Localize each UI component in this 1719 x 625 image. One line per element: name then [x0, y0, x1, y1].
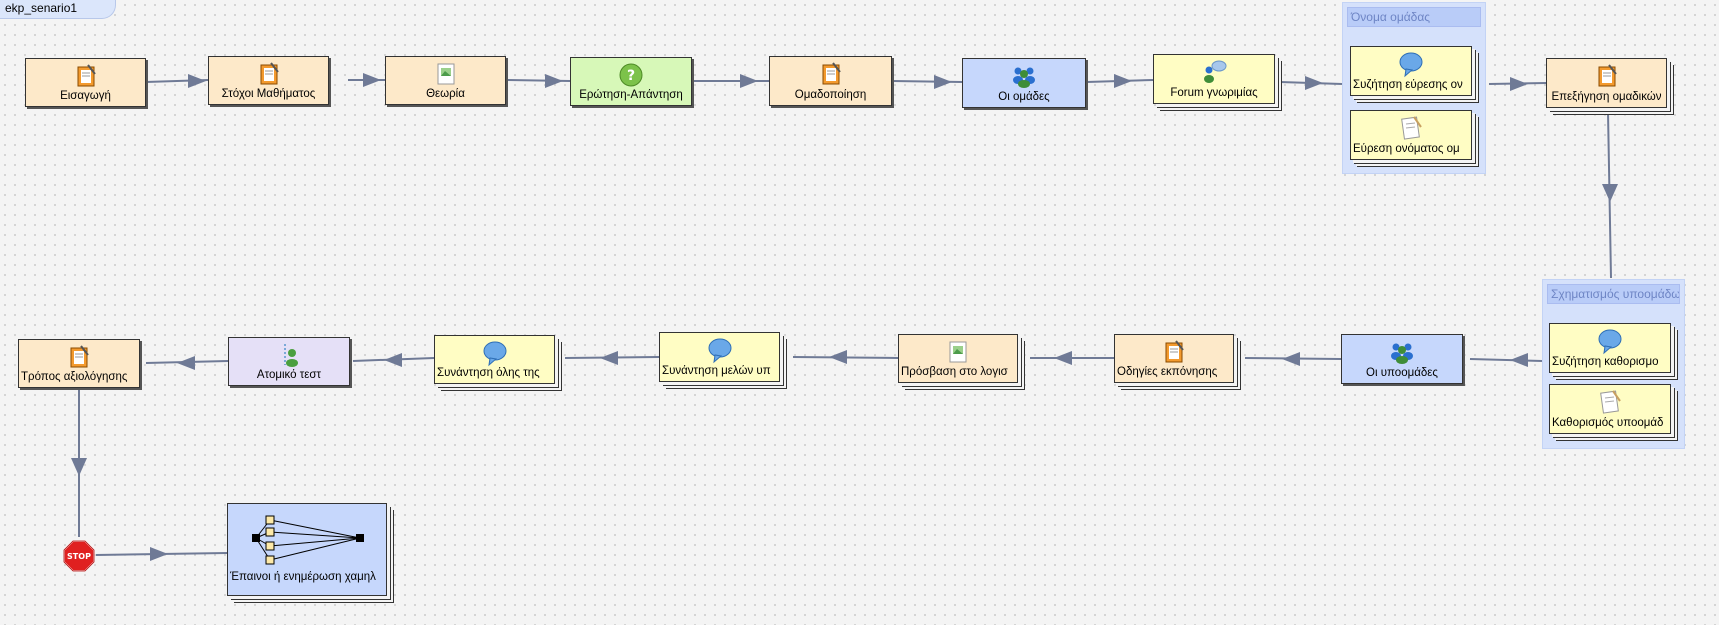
question-icon: ? [619, 63, 643, 87]
activity-label: Καθορισμός υποομάδ [1552, 417, 1664, 429]
chat-bubble-icon [1598, 329, 1622, 355]
activity-stoxoi[interactable]: Στόχοι Μαθήματος [208, 56, 329, 105]
activity-forum[interactable]: Forum γνωριμίας [1153, 54, 1275, 104]
activity-synantisi-olis[interactable]: Συνάντηση όλης της [434, 335, 555, 384]
activity-syzitisi-eyresis[interactable]: Συζήτηση εύρεσης ον [1350, 46, 1472, 96]
branching-icon [252, 515, 364, 565]
activity-synantisi-melon[interactable]: Συνάντηση μελών υπ [659, 332, 780, 382]
activity-syzitisi-kathorismou[interactable]: Συζήτηση καθορισμο [1549, 323, 1671, 373]
svg-text:?: ? [627, 68, 635, 84]
document-image-icon [949, 341, 967, 363]
group-users-icon [1391, 343, 1413, 364]
activity-epexigisi[interactable]: Επεξήγηση ομαδικών [1546, 58, 1667, 108]
activity-atomiko-test[interactable]: Ατομικό τεστ [228, 337, 350, 386]
activity-epainoi[interactable]: Έπαινοι ή ενημέρωση χαμηλ [227, 503, 387, 596]
activity-label: Τρόπος αξιολόγησης [21, 371, 128, 383]
activity-label: Συνάντηση όλης της [437, 367, 540, 379]
activity-omadopoiisi[interactable]: Ομαδοποίηση [769, 56, 892, 106]
activity-eisagogi[interactable]: Εισαγωγή [25, 58, 146, 107]
activity-oi-omades[interactable]: Οι ομάδες [962, 58, 1086, 108]
stop-label: STOP [67, 552, 91, 561]
notebook-icon [77, 64, 96, 87]
document-pencil-icon [1600, 390, 1621, 414]
activity-label: Ατομικό τεστ [256, 369, 322, 381]
activity-label: Εισαγωγή [60, 90, 111, 102]
group-title: Σχηματισμός υποομάδω [1547, 284, 1680, 304]
notebook-icon [260, 62, 279, 85]
activity-eyresi-onomatos[interactable]: Εύρεση ονόματος ομ [1350, 110, 1472, 160]
activity-label: Ομαδοποίηση [794, 89, 867, 101]
notebook-icon [822, 62, 841, 85]
activity-kathorismos[interactable]: Καθορισμός υποομάδ [1549, 384, 1671, 434]
activity-theoria[interactable]: Θεωρία [385, 56, 506, 105]
activity-tropos[interactable]: Τρόπος αξιολόγησης [18, 339, 140, 388]
activity-label: Συζήτηση εύρεσης ον [1353, 79, 1463, 91]
activity-label: Επεξήγηση ομαδικών [1551, 91, 1662, 103]
activity-odigies[interactable]: Οδηγίες εκπόνησης [1114, 334, 1234, 383]
activity-label: Forum γνωριμίας [1170, 87, 1258, 99]
activity-label: Έπαινοι ή ενημέρωση χαμηλ [230, 571, 376, 583]
chat-bubble-icon [708, 338, 731, 364]
activity-label: Πρόσβαση στο λογισ [901, 366, 1008, 378]
individual-test-icon [284, 344, 298, 367]
activity-label: Συνάντηση μελών υπ [662, 365, 771, 377]
forum-users-icon [1204, 60, 1227, 83]
activity-label: Θεωρία [426, 88, 465, 100]
activity-label: Στόχοι Μαθήματος [221, 88, 316, 100]
activity-oi-ypoomades[interactable]: Οι υποομάδες [1341, 334, 1463, 384]
activity-label: Οι ομάδες [998, 91, 1050, 103]
chat-bubble-icon [1399, 52, 1423, 78]
notebook-icon [1598, 64, 1617, 87]
activity-label: Εύρεση ονόματος ομ [1353, 143, 1460, 155]
stop-icon[interactable]: STOP [63, 540, 95, 572]
chat-bubble-icon [483, 341, 506, 367]
group-users-icon [1013, 67, 1035, 88]
activity-prosvasi[interactable]: Πρόσβαση στο λογισ [898, 334, 1018, 383]
activity-erotisi[interactable]: ? Ερώτηση-Απάντηση [570, 57, 692, 106]
sequence-tab[interactable]: ekp_senario1 [0, 0, 116, 19]
notebook-icon [1165, 340, 1184, 363]
activity-label: Οι υποομάδες [1366, 367, 1438, 379]
document-pencil-icon [1401, 116, 1422, 140]
activity-label: Ερώτηση-Απάντηση [579, 89, 683, 101]
group-title: Όνομα ομάδας [1347, 7, 1481, 27]
notebook-icon [70, 345, 89, 368]
activity-label: Οδηγίες εκπόνησης [1117, 366, 1218, 378]
activity-label: Συζήτηση καθορισμο [1552, 356, 1659, 368]
document-image-icon [437, 63, 454, 85]
